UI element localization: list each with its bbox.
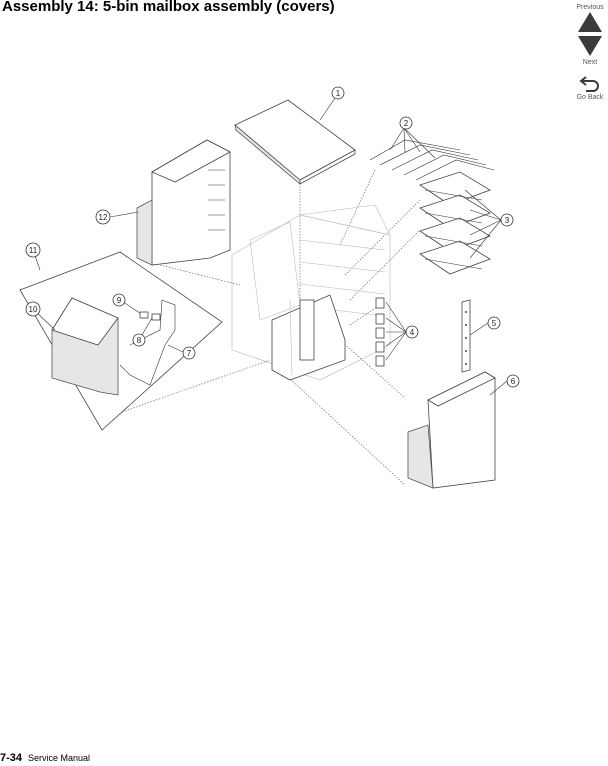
svg-text:12: 12 [99, 213, 108, 222]
callout-10: 10 [25, 301, 41, 317]
svg-text:6: 6 [511, 377, 516, 386]
svg-text:11: 11 [29, 246, 38, 255]
manual-name: Service Manual [28, 753, 91, 763]
svg-text:10: 10 [29, 305, 38, 314]
part-6-right-cover [407, 371, 496, 489]
svg-text:2: 2 [404, 119, 409, 128]
callout-4: 4 [405, 325, 419, 339]
callout-1: 1 [331, 86, 345, 100]
svg-text:4: 4 [410, 328, 415, 337]
part-12-left-cover [136, 139, 231, 266]
part-4-sensors [375, 297, 385, 367]
callout-leaders [32, 97, 508, 396]
callout-5: 5 [487, 316, 501, 330]
page-number: 7-34 [0, 752, 23, 764]
previous-label: Previous [576, 4, 604, 11]
callout-9: 9 [112, 293, 126, 307]
part-5-bracket [461, 299, 471, 373]
previous-button[interactable] [572, 11, 608, 35]
down-arrow-icon [578, 36, 602, 56]
part-1-top-cover [234, 99, 356, 185]
mailbox-frame [231, 204, 391, 381]
callout-2: 2 [399, 116, 413, 130]
callout-12: 12 [95, 209, 111, 225]
callout-3: 3 [500, 213, 514, 227]
go-back-arrow-icon [579, 76, 599, 92]
next-button[interactable] [572, 35, 608, 59]
go-back-button[interactable] [572, 74, 608, 94]
callout-11: 11 [25, 242, 41, 258]
callout-6: 6 [506, 374, 520, 388]
callout-7: 7 [182, 346, 196, 360]
svg-text:9: 9 [117, 296, 122, 305]
next-label: Next [582, 59, 598, 66]
svg-text:1: 1 [336, 89, 341, 98]
svg-text:7: 7 [187, 349, 192, 358]
part-3-bin-trays [419, 171, 491, 275]
navigation-panel: Previous Next Go Back [572, 0, 608, 101]
page-footer: 7-34 Service Manual [0, 748, 90, 766]
svg-text:8: 8 [137, 336, 142, 345]
go-back-label: Go Back [576, 94, 604, 101]
svg-text:5: 5 [492, 319, 497, 328]
up-arrow-icon [578, 12, 602, 32]
svg-text:3: 3 [505, 216, 510, 225]
part-11-inset [19, 251, 223, 431]
part-2-bail-wires [369, 139, 495, 181]
callout-8: 8 [132, 333, 146, 347]
page-title: Assembly 14: 5-bin mailbox assembly (cov… [2, 0, 335, 15]
